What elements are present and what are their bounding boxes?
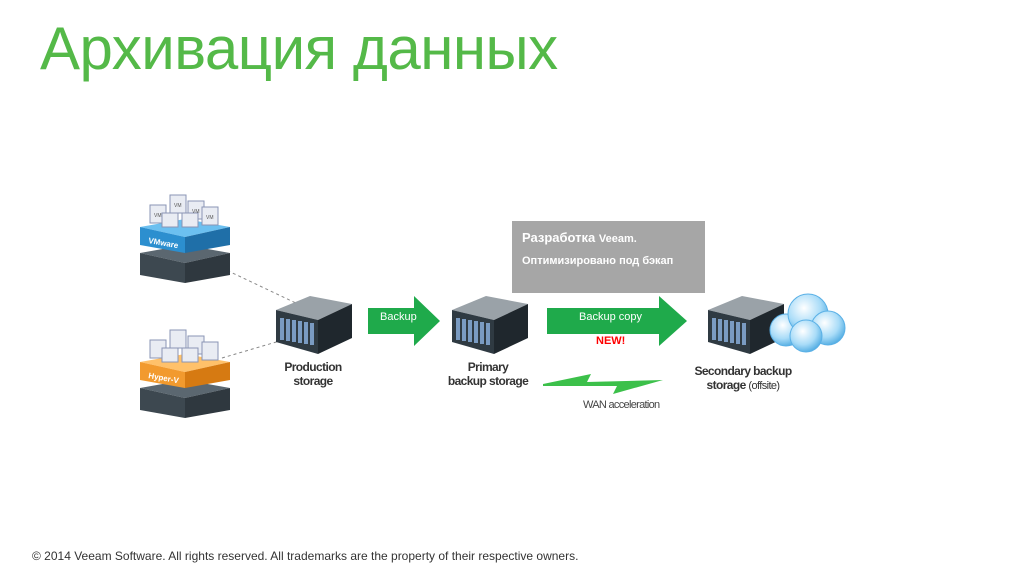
hyperv-host-icon: Hyper-V [140,329,230,418]
copyright-footer: © 2014 Veeam Software. All rights reserv… [32,549,579,563]
svg-text:VM: VM [206,215,214,221]
primary-label-line2: backup storage [447,374,529,388]
backup-arrow [368,296,440,346]
backup-arrow-label: Backup [380,311,417,323]
backup-copy-arrow-label: Backup copy [579,311,642,323]
svg-text:VM: VM [174,203,182,209]
page-title: Архивация данных [40,15,558,82]
backup-copy-arrow [547,296,687,346]
wan-lightning-icon [543,374,663,394]
svg-text:VM: VM [192,209,200,215]
wan-acceleration-label: WAN acceleration [583,399,660,411]
secondary-label-storage: storage [706,378,747,392]
production-storage-label: Production storage [270,360,356,388]
cloud-icon [769,293,846,353]
callout-heading-text: Разработка [522,230,596,245]
secondary-backup-storage-label: Secondary backup storage (offsite) [688,364,798,393]
production-label-line1: Production [284,360,342,374]
secondary-label-line2: storage (offsite) [688,378,798,393]
new-badge: NEW! [596,335,626,347]
production-storage-icon [276,296,352,354]
secondary-label-offsite: (offsite) [748,380,780,392]
callout-heading: Разработка Veeam. [522,230,637,245]
primary-label-line1: Primary [467,360,509,374]
vm-label: VM [154,213,162,219]
primary-backup-storage-icon [452,296,528,354]
veeam-callout: Разработка Veeam. Оптимизировано под бэк… [512,221,705,293]
secondary-label-line1: Secondary backup [694,364,792,378]
vmware-link-line [221,267,301,306]
callout-subtitle: Оптимизировано под бэкап [522,255,674,267]
callout-brand: Veeam. [598,233,637,245]
vmware-host-icon: VM VM VM VM VMware [140,194,230,283]
primary-backup-storage-label: Primary backup storage [438,360,538,388]
production-label-line2: storage [293,374,333,388]
